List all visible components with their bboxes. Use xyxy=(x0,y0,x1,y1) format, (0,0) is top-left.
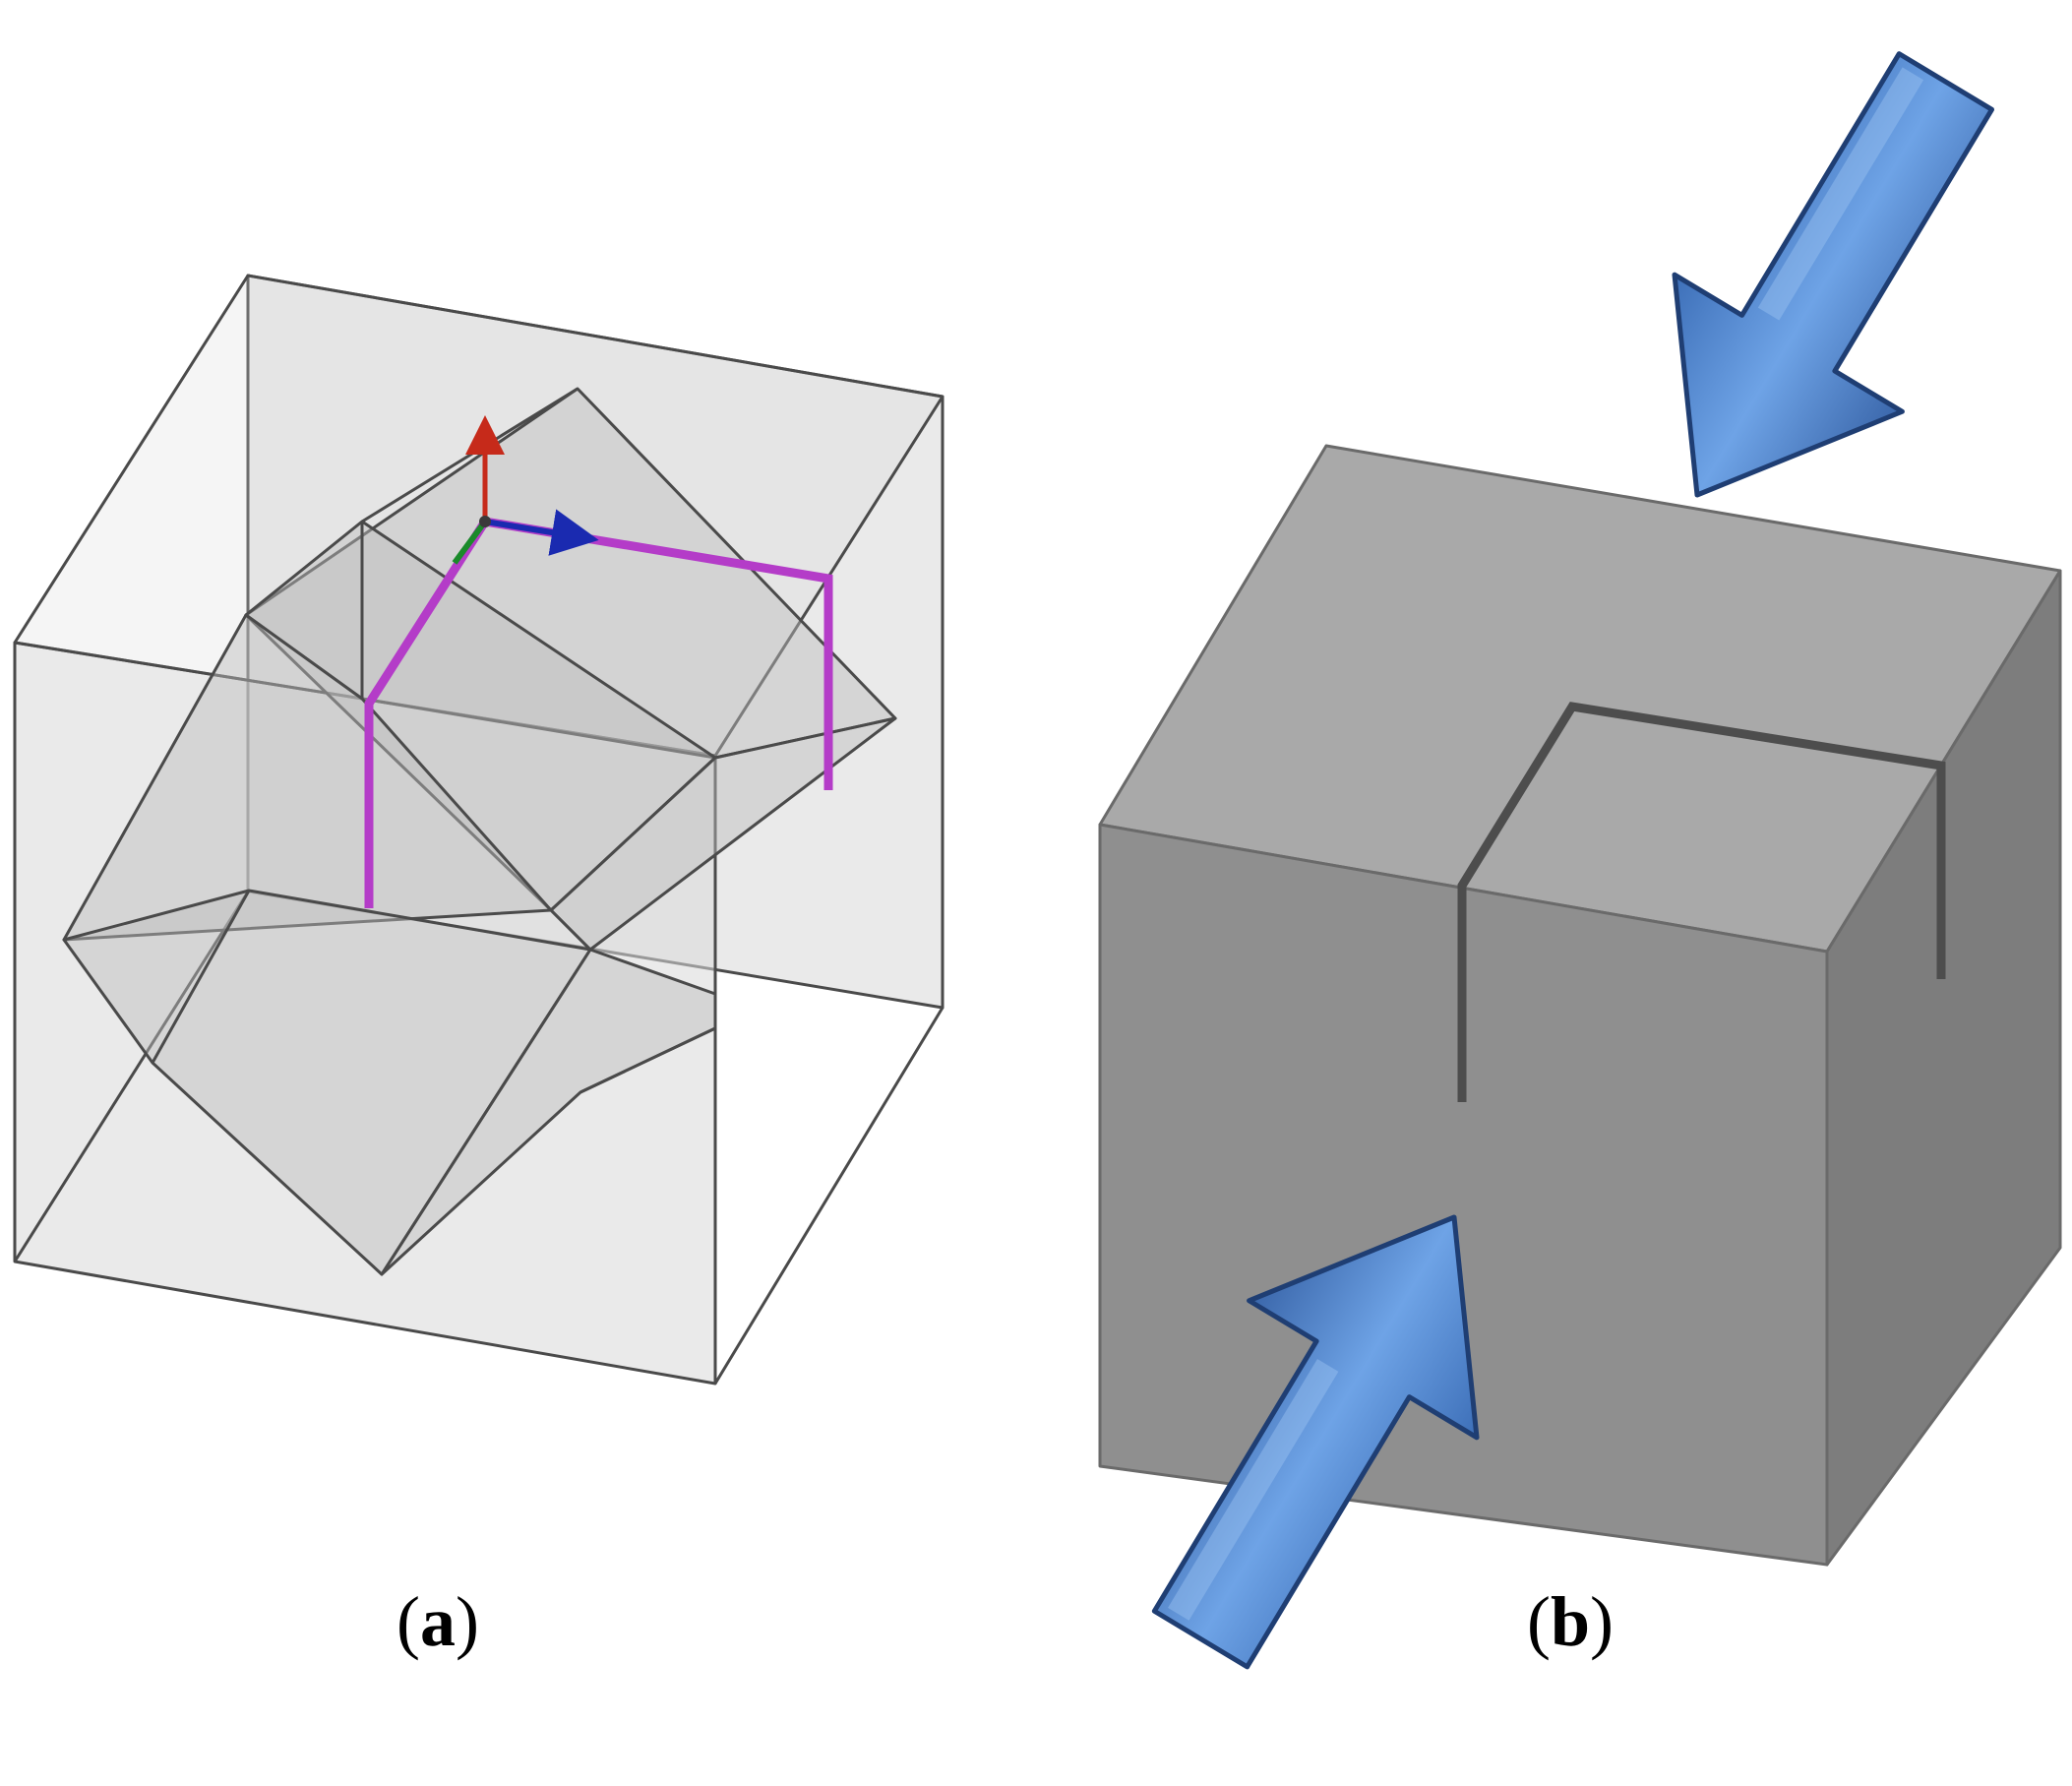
caption-a: (a) xyxy=(396,1582,479,1661)
inner-cube-upper-face xyxy=(244,387,897,760)
load-arrow-bottom-highlight xyxy=(1168,1358,1339,1621)
load-arrow-icon xyxy=(1672,51,1995,498)
panel-a xyxy=(13,274,945,1386)
solid-cube-side-face xyxy=(1825,569,2062,1567)
load-arrow-top-highlight xyxy=(1757,67,1924,321)
caption-a-letter: a xyxy=(419,1582,456,1661)
slit xyxy=(1457,702,1946,1102)
outer-cube-edge xyxy=(13,891,250,1263)
load-arrow-bottom xyxy=(1151,1214,1480,1670)
panel-b-bottom-mask xyxy=(1033,1673,2072,1786)
inner-cube-edge xyxy=(151,890,251,1064)
caption-b-letter: b xyxy=(1550,1582,1591,1661)
inner-cube-edge xyxy=(549,908,592,952)
axis-origin xyxy=(479,516,491,527)
load-arrow-top xyxy=(1672,51,1995,498)
outer-cube-wireframe xyxy=(13,274,945,1386)
axis-y-arrow xyxy=(452,520,488,565)
inner-rotated-cube xyxy=(62,387,897,1276)
inner-cube-edge xyxy=(579,1026,716,1094)
axis-x-arrow xyxy=(484,509,599,556)
slit-line xyxy=(1457,702,1946,1102)
outer-cube-edge xyxy=(713,1007,945,1385)
inner-cube-edge xyxy=(361,387,579,523)
caption-b: (b) xyxy=(1527,1582,1615,1661)
solid-cube xyxy=(1098,444,2062,1567)
axis-triad-icon xyxy=(452,415,599,565)
load-arrow-icon xyxy=(1151,1214,1480,1670)
panel-b xyxy=(1033,51,2072,1786)
